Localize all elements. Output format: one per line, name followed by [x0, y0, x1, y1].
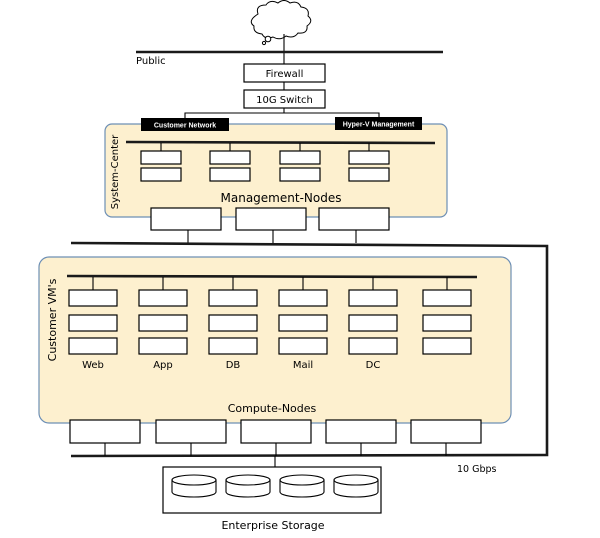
customer-vm-box — [68, 337, 118, 355]
customer-vms-label: Customer VM's — [46, 278, 59, 361]
management-vm-box — [209, 150, 251, 165]
customer-vm-box — [68, 289, 118, 307]
compute-node-box — [410, 419, 482, 444]
management-nodes-title: Management-Nodes — [221, 191, 342, 205]
public-label: Public — [136, 56, 166, 67]
enterprise-storage-title: Enterprise Storage — [221, 519, 324, 532]
customer-vm-box — [422, 337, 472, 355]
hyperv-management-label: Hyper-V Management — [343, 122, 415, 129]
firewall-label: Firewall — [266, 69, 304, 80]
disk-icon — [225, 474, 271, 498]
customer-vm-box — [138, 289, 188, 307]
compute-node-group — [69, 419, 482, 456]
management-vm-grid — [140, 143, 390, 182]
compute-node-box — [240, 419, 312, 444]
customer-vm-box — [208, 314, 258, 332]
system-center-label: System-Center — [110, 134, 121, 209]
hyperv-management-tag: Hyper-V Management — [335, 117, 422, 130]
compute-node-box — [325, 419, 397, 444]
compute-node-box — [69, 419, 141, 444]
customer-network-label: Customer Network — [154, 123, 216, 130]
speed-label: 10 Gbps — [457, 464, 497, 475]
vm-column-label: Mail — [293, 360, 313, 371]
customer-vm-grid: Web App DB Mail DC — [68, 277, 472, 371]
customer-vm-box — [278, 314, 328, 332]
firewall-box: Firewall — [243, 63, 326, 83]
vm-column-label: Web — [82, 360, 104, 371]
disk-icon — [333, 474, 379, 498]
management-vm-box — [348, 150, 390, 165]
customer-vm-box — [348, 289, 398, 307]
customer-vm-box — [68, 314, 118, 332]
customer-vm-box — [348, 314, 398, 332]
management-vm-bus — [125, 140, 436, 145]
vm-column-label: DB — [226, 360, 241, 371]
management-vm-box — [209, 167, 251, 182]
customer-vm-box — [208, 337, 258, 355]
customer-vm-box — [278, 289, 328, 307]
compute-nodes-title: Compute-Nodes — [228, 402, 317, 415]
management-node-box — [235, 207, 307, 231]
customer-vm-box — [138, 337, 188, 355]
customer-network-tag: Customer Network — [141, 118, 229, 131]
customer-vm-box — [208, 289, 258, 307]
management-vm-box — [279, 167, 321, 182]
switch-box: 10G Switch — [243, 89, 326, 109]
disk-icon — [279, 474, 325, 498]
vm-column-label: App — [153, 360, 173, 371]
management-node-group — [150, 207, 390, 243]
switch-branch-wire — [184, 112, 380, 120]
customer-vm-box — [348, 337, 398, 355]
management-node-box — [318, 207, 390, 231]
customer-vm-box — [422, 289, 472, 307]
switch-label: 10G Switch — [256, 95, 313, 106]
backbone-10gbps-bus — [70, 241, 549, 458]
management-vm-box — [140, 167, 182, 182]
customer-vm-bus — [66, 274, 478, 279]
management-vm-box — [279, 150, 321, 165]
management-vm-box — [348, 167, 390, 182]
cloud-icon — [250, 0, 312, 46]
management-vm-box — [140, 150, 182, 165]
vm-column-label: DC — [366, 360, 381, 371]
compute-node-box — [155, 419, 227, 444]
management-node-box — [150, 207, 222, 231]
customer-vm-box — [278, 337, 328, 355]
storage-disk-group — [171, 474, 379, 498]
disk-icon — [171, 474, 217, 498]
customer-vm-box — [138, 314, 188, 332]
customer-vm-box — [422, 314, 472, 332]
